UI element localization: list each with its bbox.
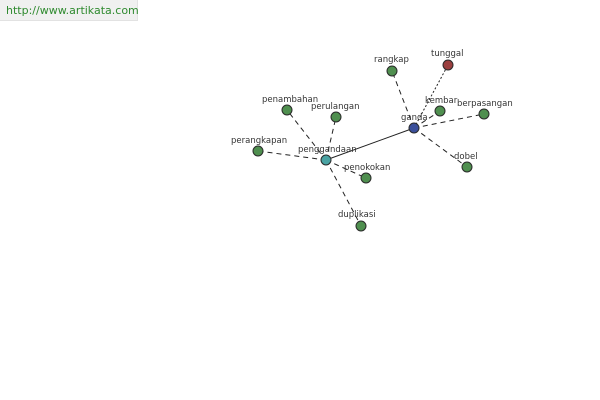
- node-rangkap[interactable]: [386, 65, 398, 77]
- node-label-ganda[interactable]: ganda: [401, 113, 428, 123]
- node-label-tunggal[interactable]: tunggal: [431, 49, 463, 59]
- edge-penggandaan-penambahan: [286, 109, 327, 161]
- nodes-layer: [252, 59, 490, 232]
- node-label-perulangan[interactable]: perulangan: [311, 102, 359, 112]
- node-label-penambahan[interactable]: penambahan: [262, 95, 318, 105]
- site-url[interactable]: http://www.artikata.com: [6, 4, 139, 17]
- node-penggandaan[interactable]: [320, 154, 332, 166]
- edge-ganda-rangkap: [391, 70, 415, 129]
- node-label-penokokan[interactable]: penokokan: [344, 163, 390, 173]
- edges-layer: [257, 64, 485, 227]
- node-kembar[interactable]: [434, 105, 446, 117]
- node-label-rangkap[interactable]: rangkap: [374, 55, 409, 65]
- node-label-kembar[interactable]: kembar: [425, 96, 458, 106]
- edge-ganda-dobel: [413, 127, 468, 168]
- node-tunggal[interactable]: [442, 59, 454, 71]
- node-label-berpasangan[interactable]: berpasangan: [457, 99, 513, 109]
- edge-ganda-penggandaan: [325, 127, 415, 161]
- url-bar: http://www.artikata.com: [0, 0, 139, 21]
- node-ganda[interactable]: [408, 122, 420, 134]
- node-label-duplikasi[interactable]: duplikasi: [338, 210, 376, 220]
- node-label-perangkapan[interactable]: perangkapan: [231, 136, 287, 146]
- node-label-penggandaan[interactable]: penggandaan: [298, 145, 357, 155]
- edge-penggandaan-perulangan: [325, 116, 337, 161]
- edge-penggandaan-duplikasi: [325, 159, 362, 227]
- edge-ganda-berpasangan: [413, 113, 485, 129]
- node-dobel[interactable]: [461, 161, 473, 173]
- node-duplikasi[interactable]: [355, 220, 367, 232]
- node-berpasangan[interactable]: [478, 108, 490, 120]
- node-penambahan[interactable]: [281, 104, 293, 116]
- node-perulangan[interactable]: [330, 111, 342, 123]
- node-perangkapan[interactable]: [252, 145, 264, 157]
- edge-penggandaan-penokokan: [325, 159, 367, 179]
- node-penokokan[interactable]: [360, 172, 372, 184]
- node-label-dobel[interactable]: dobel: [454, 152, 478, 162]
- edge-penggandaan-perangkapan: [257, 150, 327, 161]
